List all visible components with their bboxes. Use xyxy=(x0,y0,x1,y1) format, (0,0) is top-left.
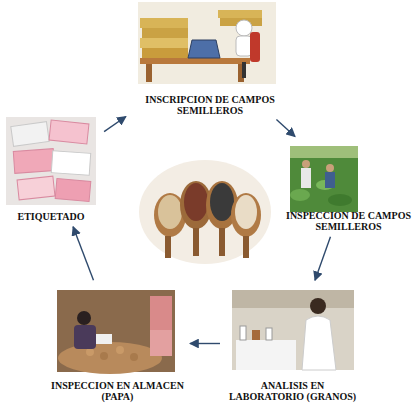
seeds xyxy=(158,195,182,229)
bottle xyxy=(266,328,272,340)
cycle-arrow xyxy=(190,343,220,344)
figure-head xyxy=(236,20,252,36)
laptop xyxy=(188,40,220,58)
photo-background xyxy=(139,160,271,264)
tag xyxy=(51,151,90,176)
stage-node: ANALISIS EN LABORATORIO (GRANOS) xyxy=(225,285,360,402)
sack xyxy=(150,296,172,330)
stage-label: INSCRIPCION DE CAMPOS SEMILLEROS xyxy=(130,94,290,116)
seeds xyxy=(210,183,234,221)
tags-photo xyxy=(6,117,96,205)
cycle-arrow xyxy=(276,119,295,136)
bottle xyxy=(240,326,246,340)
stage-label: ANALISIS EN LABORATORIO (GRANOS) xyxy=(225,380,360,402)
tag xyxy=(17,176,55,200)
warehouse-photo xyxy=(57,290,175,374)
tag xyxy=(11,122,49,147)
stage-label: ETIQUETADO xyxy=(2,211,100,222)
desk xyxy=(140,58,250,64)
paper-stack xyxy=(140,38,188,48)
leaf xyxy=(328,194,352,206)
person-head xyxy=(302,160,310,168)
leaf xyxy=(290,189,310,201)
scoop-handle xyxy=(165,236,171,258)
paper-stack xyxy=(140,18,188,28)
cycle-arrow xyxy=(73,227,93,281)
notebook xyxy=(96,334,112,344)
lab-table xyxy=(236,340,296,370)
sample xyxy=(252,330,260,340)
office-photo xyxy=(138,2,276,84)
sky-strip xyxy=(290,146,358,158)
stage-node: ETIQUETADO xyxy=(2,115,100,222)
desk-leg xyxy=(146,64,152,82)
person-body xyxy=(74,325,96,349)
scoop-handle xyxy=(219,228,225,256)
potato-heap xyxy=(58,342,162,374)
tag xyxy=(13,149,54,174)
cycle-arrow xyxy=(315,237,330,281)
seeds xyxy=(235,195,257,229)
paper-stack xyxy=(218,10,262,18)
seeds-photo xyxy=(139,160,271,264)
field-photo xyxy=(290,146,358,212)
chair xyxy=(250,32,260,62)
potato xyxy=(130,353,138,361)
cycle-arrow xyxy=(104,116,126,131)
scoop-handle xyxy=(193,228,199,256)
person-head xyxy=(326,164,334,172)
stage-node: INSCRIPCION DE CAMPOS SEMILLEROS xyxy=(130,0,290,116)
tag xyxy=(55,179,91,202)
person-body xyxy=(325,172,335,188)
seeds xyxy=(184,183,208,221)
photo-background xyxy=(290,146,358,212)
paper-stack xyxy=(142,28,188,38)
stage-label: INSPECCION DE CAMPOS SEMILLEROS xyxy=(285,210,412,232)
photo-background xyxy=(6,117,96,205)
figure-body xyxy=(236,36,252,56)
potato xyxy=(100,352,108,360)
paper-stack xyxy=(142,48,188,58)
person-head xyxy=(77,311,91,325)
sack xyxy=(150,330,172,356)
photo-background xyxy=(232,290,354,370)
stage-label: INSPECCION EN ALMACEN (PAPA) xyxy=(50,380,185,402)
potato xyxy=(86,348,94,356)
stage-node: INSPECCION EN ALMACEN (PAPA) xyxy=(50,285,185,402)
chair-post xyxy=(242,62,246,78)
tag xyxy=(49,120,89,144)
potato xyxy=(116,346,124,354)
stage-node: INSPECCION DE CAMPOS SEMILLEROS xyxy=(285,140,412,232)
wall xyxy=(232,290,354,308)
person-body xyxy=(301,168,311,188)
scoop-handle xyxy=(243,236,249,258)
lab-coat xyxy=(302,316,336,370)
photo-background xyxy=(138,2,276,84)
lab-photo xyxy=(232,290,354,370)
person-head xyxy=(310,298,326,314)
wooden-scoop xyxy=(231,193,261,237)
